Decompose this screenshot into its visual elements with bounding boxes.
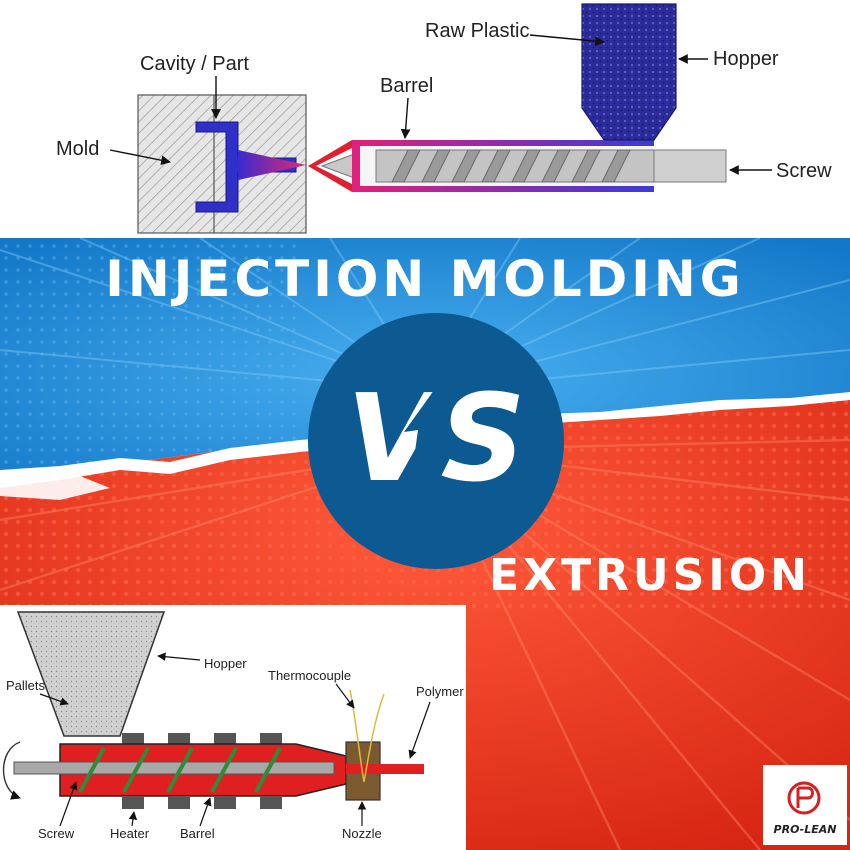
- label-pallets: Pallets: [6, 678, 46, 693]
- vs-badge: VS: [308, 313, 564, 569]
- title-extrusion: EXTRUSION: [489, 550, 811, 601]
- rotation-arrow: [2, 741, 21, 800]
- logo-mark-icon: [787, 781, 821, 815]
- extrusion-hopper: [16, 611, 166, 737]
- label-raw-plastic: Raw Plastic: [425, 20, 529, 42]
- label-cavity-part: Cavity / Part: [140, 53, 249, 75]
- melt-sprue: [238, 150, 306, 180]
- polymer-output: [380, 764, 424, 774]
- label-nozzle: Nozzle: [342, 826, 382, 841]
- thermocouple-wire: [349, 689, 385, 783]
- label-ext-hopper: Hopper: [204, 656, 247, 671]
- injection-hopper: [581, 3, 677, 141]
- title-injection-molding: INJECTION MOLDING: [105, 250, 744, 308]
- label-polymer: Polymer: [416, 684, 464, 699]
- label-ext-screw: Screw: [38, 826, 75, 841]
- label-ext-barrel: Barrel: [180, 826, 215, 841]
- label-screw: Screw: [776, 160, 832, 182]
- screw-flights-green: [78, 747, 282, 793]
- label-mold: Mold: [56, 138, 99, 160]
- label-barrel: Barrel: [380, 75, 433, 97]
- extrusion-diagram: Hopper Pallets Thermocouple Polymer Scre…: [0, 605, 466, 850]
- extrusion-screw: [13, 761, 335, 775]
- injection-molding-diagram: Raw Plastic Hopper Cavity / Part Barrel …: [56, 3, 832, 234]
- label-heater: Heater: [110, 826, 150, 841]
- label-thermocouple: Thermocouple: [268, 668, 351, 683]
- lightning-slash: [400, 340, 470, 560]
- label-hopper: Hopper: [713, 48, 779, 70]
- screw-flights: [391, 149, 631, 183]
- logo-text: PRO-LEAN: [774, 823, 837, 836]
- pro-lean-logo: PRO-LEAN: [763, 765, 847, 845]
